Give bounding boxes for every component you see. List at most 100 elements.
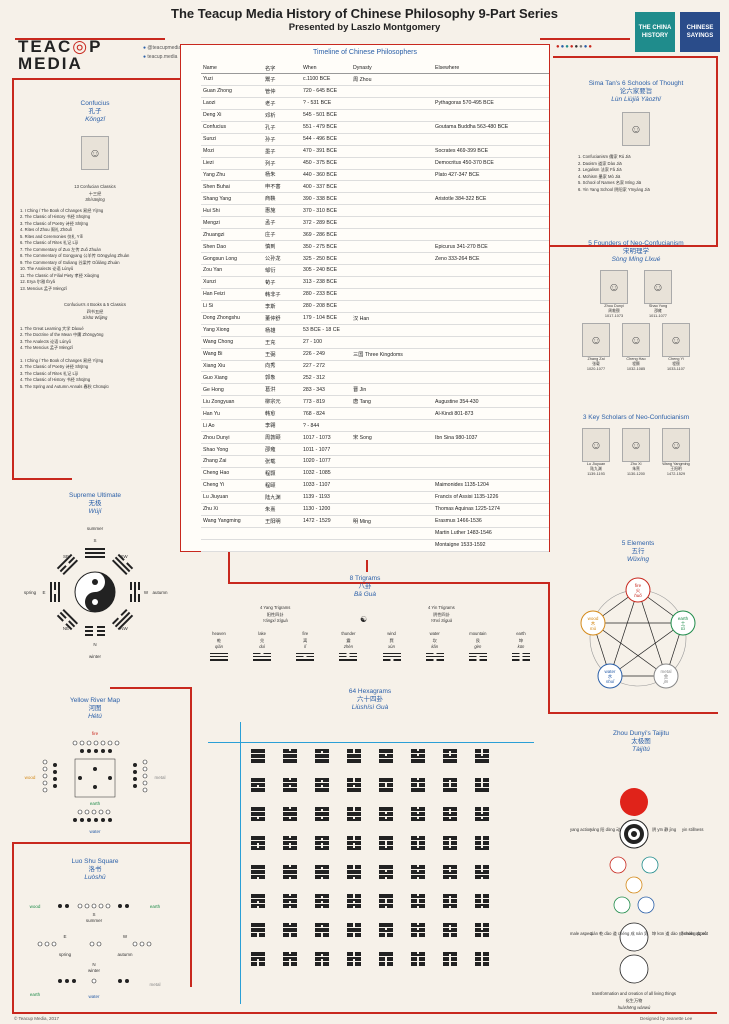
- confucius-portrait-icon: ☺: [81, 136, 109, 170]
- timeline-cell: 1130 - 1200: [301, 503, 351, 516]
- timeline-cell: [351, 288, 433, 301]
- svg-text:wood: wood: [30, 904, 41, 909]
- neo-founders-section: 5 Founders of Neo-Confucianism 宋明理学 Sòng…: [566, 240, 706, 372]
- timeline-cell: 周敦颐: [263, 431, 301, 445]
- timeline-cell: 宋 Song: [351, 431, 433, 445]
- timeline-cell: Xiang Xiu: [201, 360, 263, 373]
- portrait-icon: ☺: [662, 428, 690, 462]
- hexagram-symbol: [315, 952, 329, 967]
- timeline-cell: 313 - 238 BCE: [301, 276, 351, 289]
- svg-text:spring: spring: [59, 952, 72, 957]
- timeline-cell: [301, 539, 351, 552]
- svg-text:W: W: [123, 934, 128, 939]
- list-item: 2. The Classic of History 书经 Shūjīng: [20, 214, 91, 219]
- hexagram-symbol: [379, 894, 393, 909]
- poster-title: The Teacup Media History of Chinese Phil…: [171, 6, 558, 21]
- list-item: 6. The Classic of Rites 礼记 Lǐjì: [20, 240, 78, 245]
- river-map-diagram: fire wood earth metal water: [25, 731, 166, 834]
- hexagram-symbol: [251, 865, 265, 880]
- bagua-yinyang-diagram: summer S SE SW spring E W autumn NE NW N…: [24, 526, 168, 659]
- timeline-cell: 369 - 286 BCE: [301, 228, 351, 242]
- timeline-cell: Laozi: [201, 97, 263, 110]
- timeline-cell: [351, 443, 433, 456]
- hexagram-symbol: [251, 807, 265, 822]
- timeline-cell: 孔子: [263, 121, 301, 134]
- timeline-cell: [433, 85, 549, 98]
- timeline-cell: [433, 324, 549, 337]
- timeline-cell: Democritus 450-370 BCE: [433, 157, 549, 170]
- confucius-title: Confucius: [80, 100, 110, 107]
- hexagram-symbol: [379, 749, 393, 764]
- list-item: 4. The Mencius 孟子 Mèngzǐ: [20, 345, 73, 350]
- timeline-cell: Cheng Hao: [201, 467, 263, 480]
- timeline-cell: 商鞅: [263, 192, 301, 206]
- timeline-cell: [433, 133, 549, 146]
- timeline-cell: [351, 503, 433, 516]
- timeline-cell: 郭象: [263, 371, 301, 385]
- list-item: 8. The Commentary of Gongyang 公羊传 Gōngyá…: [20, 253, 130, 258]
- timeline-cell: 周 Zhou: [351, 73, 433, 86]
- timeline-cell: 邹衍: [263, 264, 301, 277]
- timeline-cell: 280 - 208 BCE: [301, 300, 351, 313]
- timeline-cell: [351, 228, 433, 242]
- svg-text:金: 金: [664, 673, 669, 679]
- svg-text:water: water: [604, 669, 616, 674]
- timeline-cell: [351, 479, 433, 492]
- timeline-cell: 280 - 233 BCE: [301, 288, 351, 301]
- chinese-sayings-book-icon: CHINESE SAYINGS: [680, 12, 720, 52]
- portrait-icon: ☺: [622, 428, 650, 462]
- svg-text:yang action: yang action: [570, 827, 592, 832]
- timeline-cell: [351, 180, 433, 194]
- svg-text:spring: spring: [24, 590, 37, 595]
- footer-designer: Designed by Jeanette Lee: [640, 1016, 693, 1021]
- timeline-cell: Sunzi: [201, 133, 263, 146]
- timeline-cell: 450 - 375 BCE: [301, 157, 351, 170]
- luoshu-title: Luo Shu Square: [71, 858, 119, 865]
- list-item: 6. Yin Yang School 阴阳家 Yīnyáng Jiā: [578, 186, 650, 192]
- timeline-cell: 惠施: [263, 204, 301, 218]
- timeline-cell: 唐 Tang: [351, 395, 433, 409]
- svg-text:winter: winter: [88, 968, 101, 973]
- timeline-cell: Wang Yangming: [201, 515, 263, 528]
- timeline-cell: [351, 336, 433, 349]
- timeline-cell: [351, 192, 433, 206]
- hexagram-symbol: [347, 807, 361, 822]
- timeline-cell: 老子: [263, 97, 301, 110]
- hexagram-symbol: [411, 865, 425, 880]
- list-item: 7. The Commentary of Zuo 左传 Zuǒ Zhuàn: [20, 246, 101, 252]
- list-item: 2. Daoism 道家 Dào Jiā: [578, 160, 622, 166]
- timeline-cell: 程颢: [263, 467, 301, 480]
- timeline-cell: Mengzi: [201, 216, 263, 230]
- confucian-classics-list: 1. I Ching / The Book of Changes 易经 Yìjī…: [20, 208, 170, 293]
- timeline-cell: [433, 371, 549, 385]
- svg-text:summer: summer: [87, 526, 104, 531]
- timeline-cell: Guo Xiang: [201, 371, 263, 385]
- timeline-cell: 283 - 343: [301, 383, 351, 397]
- svg-text:E: E: [63, 934, 66, 939]
- list-item: 3. The Analects 论语 Lúnyǔ: [20, 338, 71, 344]
- svg-text:huǒ: huǒ: [634, 593, 642, 598]
- hexagram-symbol: [251, 923, 265, 938]
- timeline-cell: [351, 252, 433, 265]
- svg-text:earth: earth: [90, 801, 101, 806]
- timeline-cell: [351, 85, 433, 98]
- hexagram-symbol: [315, 894, 329, 909]
- timeline-cell: [201, 539, 263, 552]
- timeline-cell: c.1100 BCE: [301, 73, 351, 86]
- svg-text:N: N: [93, 642, 96, 647]
- svg-text:male aspect: male aspect: [570, 931, 593, 936]
- timeline-cell: Pythagoras 570-495 BCE: [433, 97, 549, 110]
- list-item: 1. The Great Learning 大学 Dàxué: [20, 325, 84, 331]
- svg-text:wood: wood: [25, 775, 36, 780]
- hexagram-symbol: [283, 778, 297, 793]
- hexagram-symbol: [411, 923, 425, 938]
- hexagram-symbol: [315, 749, 329, 764]
- svg-text:transformation and creation of: transformation and creation of all livin…: [592, 991, 676, 996]
- hexagram-symbol: [443, 807, 457, 822]
